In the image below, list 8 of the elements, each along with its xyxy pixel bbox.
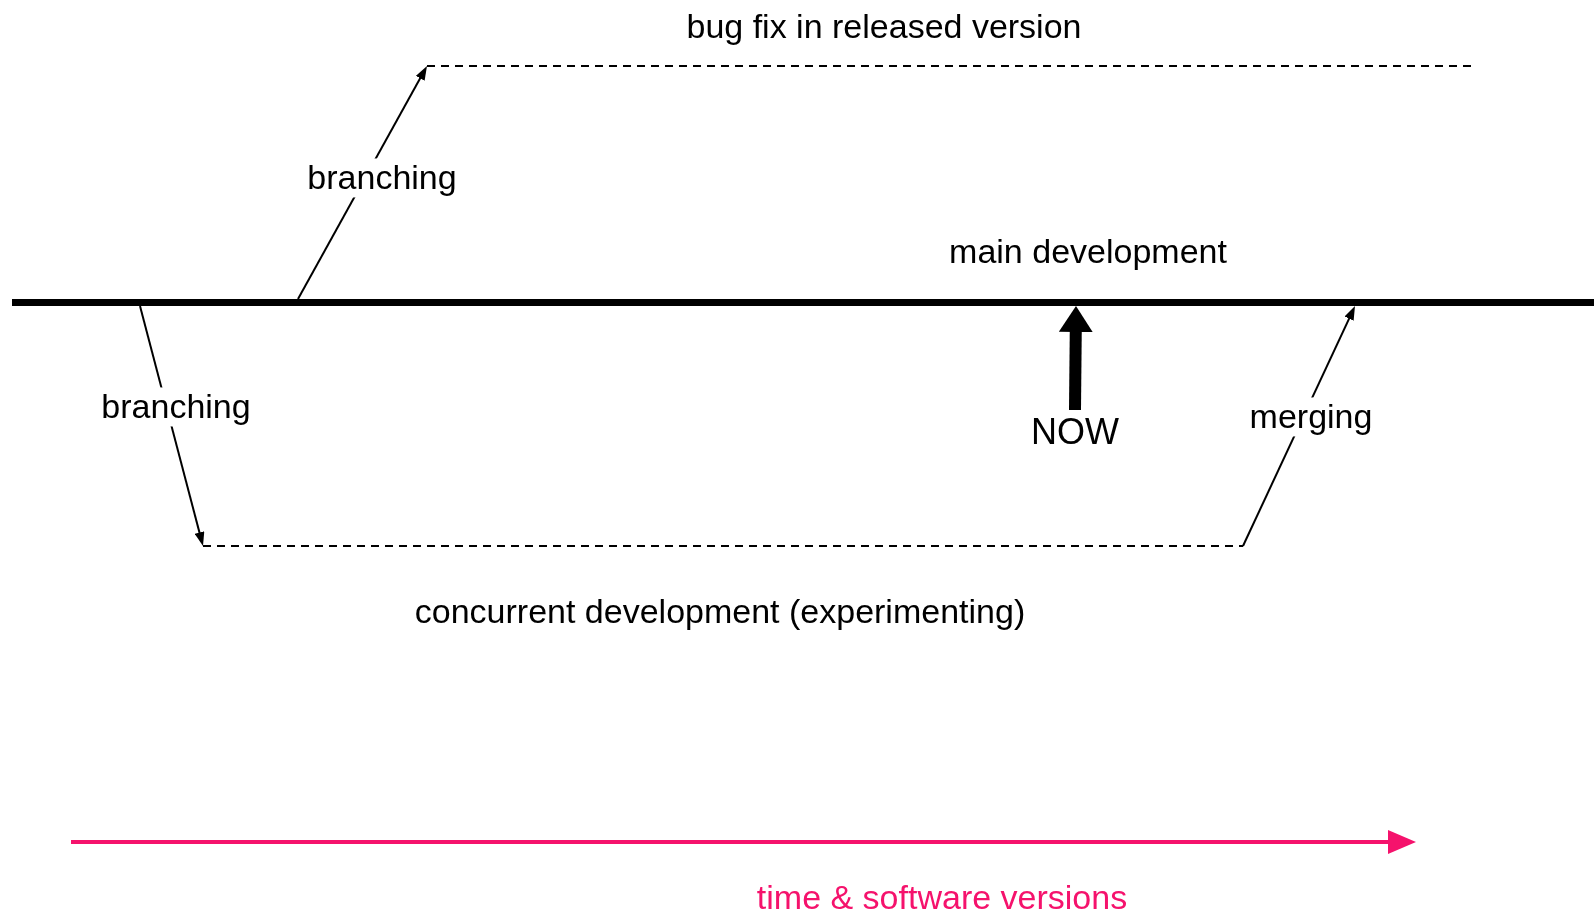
timeline-caption: bug fix in released version — [686, 7, 1082, 47]
branch-timeline — [203, 542, 1243, 550]
branch-timeline — [427, 62, 1474, 70]
block-arrow — [1058, 306, 1093, 411]
timeline-caption: concurrent development (experimenting) — [414, 592, 1026, 632]
axis-caption: time & software versions — [756, 878, 1128, 917]
timeline-caption: main development — [949, 232, 1227, 272]
now-marker-label: NOW — [1030, 410, 1120, 454]
